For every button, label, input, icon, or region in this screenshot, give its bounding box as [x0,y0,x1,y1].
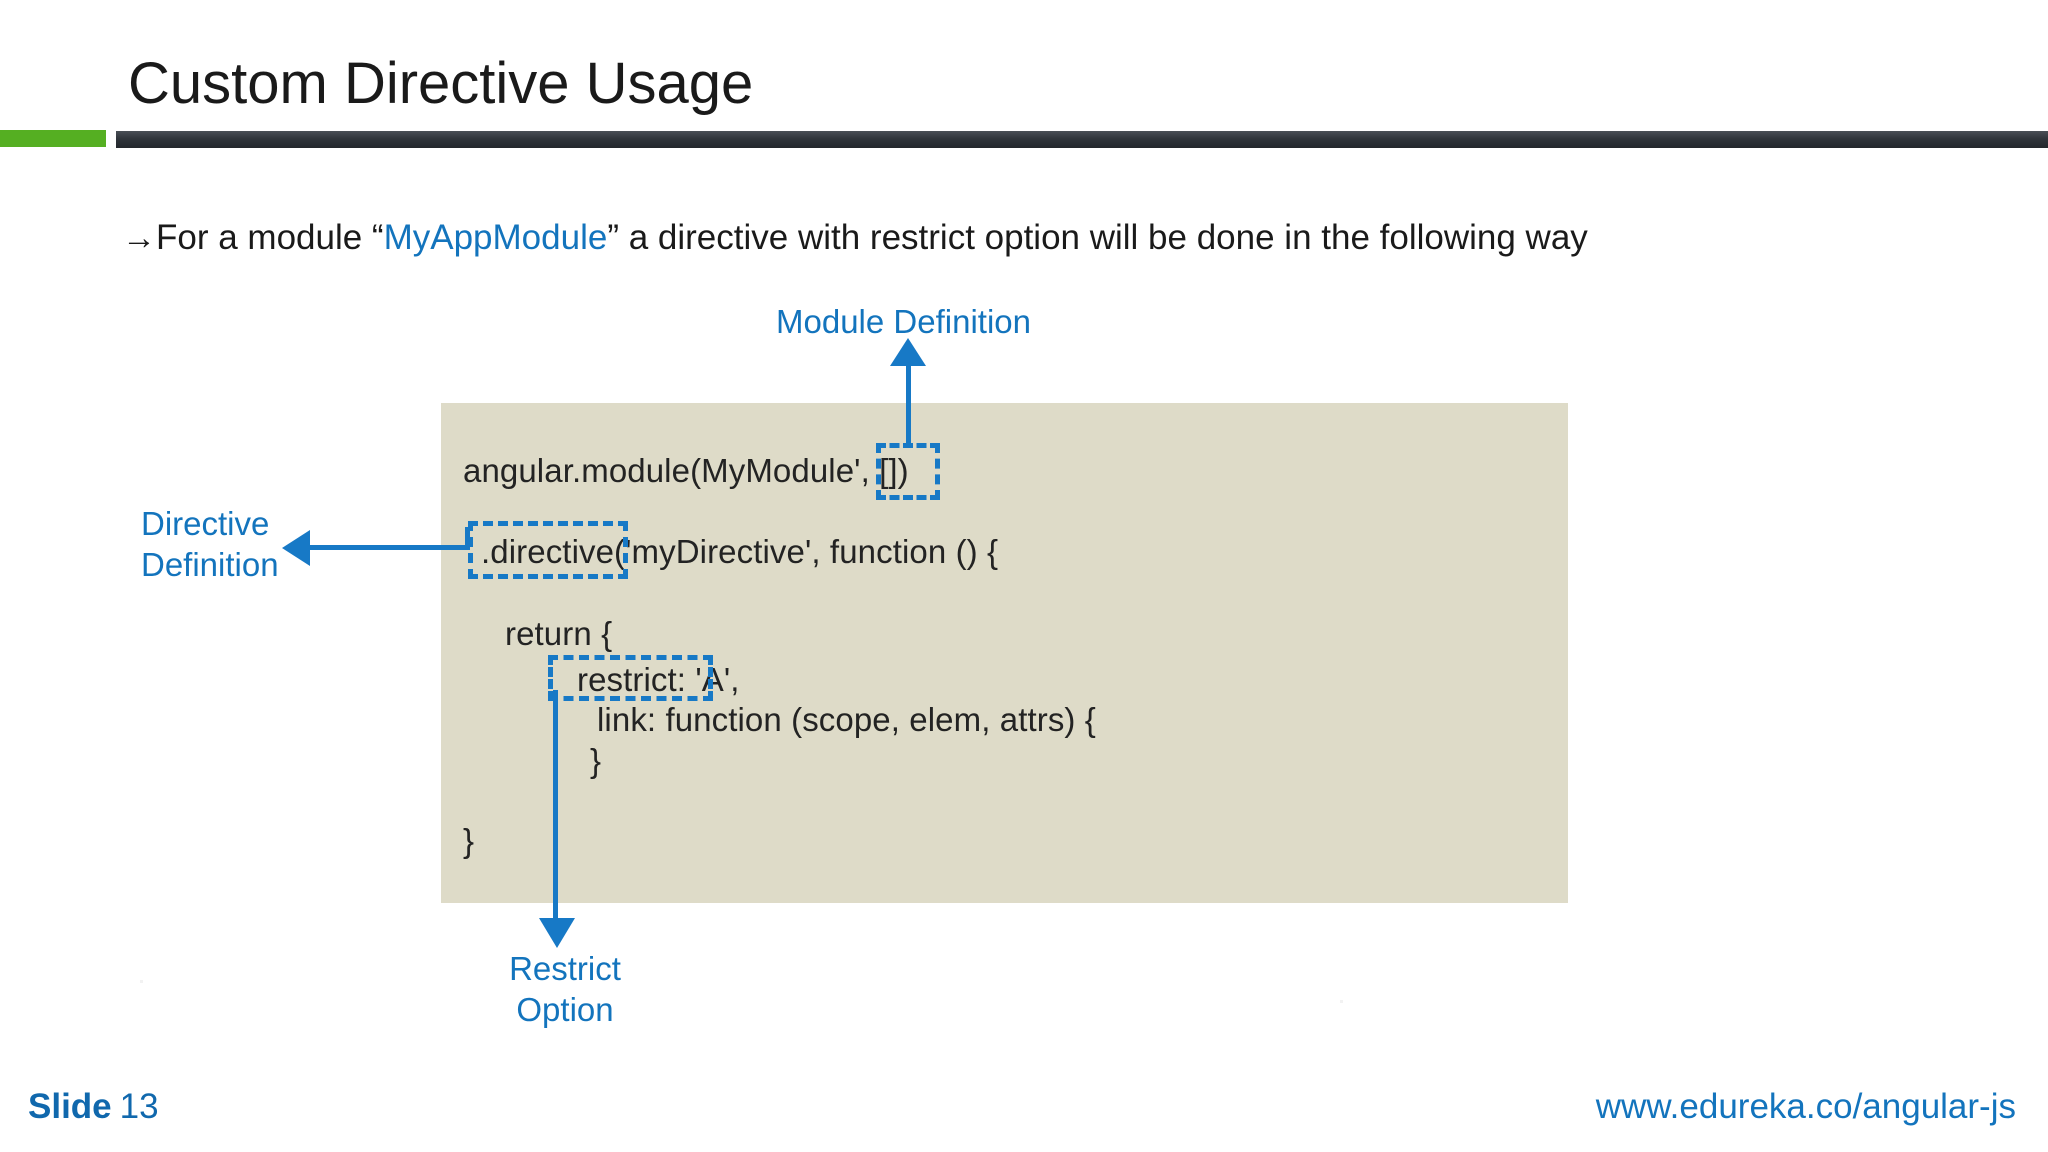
background-speck [140,980,143,983]
callout-module-definition: Module Definition [776,303,1031,340]
arrow-down-icon [539,918,575,948]
arrow-right-icon: → [122,219,156,257]
code-line-return: return { [505,615,613,652]
highlight-box-restrict-option [548,655,713,701]
arrow-up-icon [890,338,926,366]
bullet-text-after: ” a directive with restrict option will … [607,218,1588,257]
connector-directive-tick [465,527,470,550]
bullet-highlight-module-name: MyAppModule [383,218,608,257]
code-block-panel [441,403,1568,903]
slide-label: Slide [28,1087,112,1126]
code-line-module-declaration: angular.module(MyModule', []) [463,452,909,489]
code-line-close-brace-inner: } [590,742,602,779]
bullet-paragraph: →For a module “MyAppModule” a directive … [122,218,1588,258]
bullet-text-before: For a module “ [156,218,384,257]
highlight-box-directive-definition [468,521,628,579]
header-accent-green [0,130,106,147]
callout-restrict-option: Restrict Option [509,950,621,1028]
connector-directive-definition [310,545,470,550]
connector-module-definition [906,355,911,445]
page-title: Custom Directive Usage [128,51,754,116]
code-line-restrict: restrict: 'A', [577,661,740,698]
arrow-left-icon [282,530,310,566]
connector-restrict-option [553,690,558,925]
code-line-directive-declaration: .directive('myDirective', function () { [481,533,999,570]
highlight-box-module-definition [876,443,940,500]
slide-number: 13 [119,1087,159,1126]
callout-directive-definition: Directive Definition [141,505,279,583]
header-accent-bar [116,131,2048,148]
code-line-link-function: link: function (scope, elem, attrs) { [597,701,1096,738]
footer-url[interactable]: www.edureka.co/angular-js [1595,1087,2016,1126]
code-line-close-brace-outer: } [463,822,475,859]
background-speck [1340,1000,1343,1003]
